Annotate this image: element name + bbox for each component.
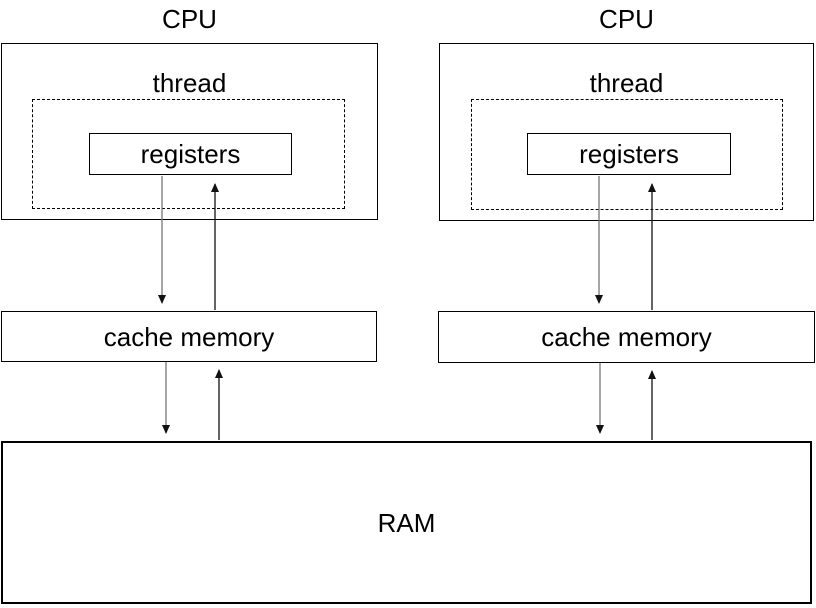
cpu-box-right: thread registers — [439, 43, 814, 221]
cache-memory-box-left: cache memory — [1, 311, 377, 362]
registers-box-left: registers — [89, 133, 292, 175]
cpu-label-left: CPU — [162, 4, 217, 34]
cache-memory-box-right: cache memory — [438, 311, 815, 363]
thread-label-right: thread — [589, 68, 664, 98]
cpu-label-right: CPU — [599, 4, 654, 34]
cpu-box-left: thread registers — [1, 43, 378, 220]
thread-boundary-right: registers — [471, 99, 783, 210]
thread-label-left: thread — [152, 68, 227, 98]
registers-box-right: registers — [527, 133, 731, 175]
thread-boundary-left: registers — [32, 99, 345, 209]
ram-label: RAM — [377, 507, 436, 538]
ram-box: RAM — [1, 441, 812, 604]
